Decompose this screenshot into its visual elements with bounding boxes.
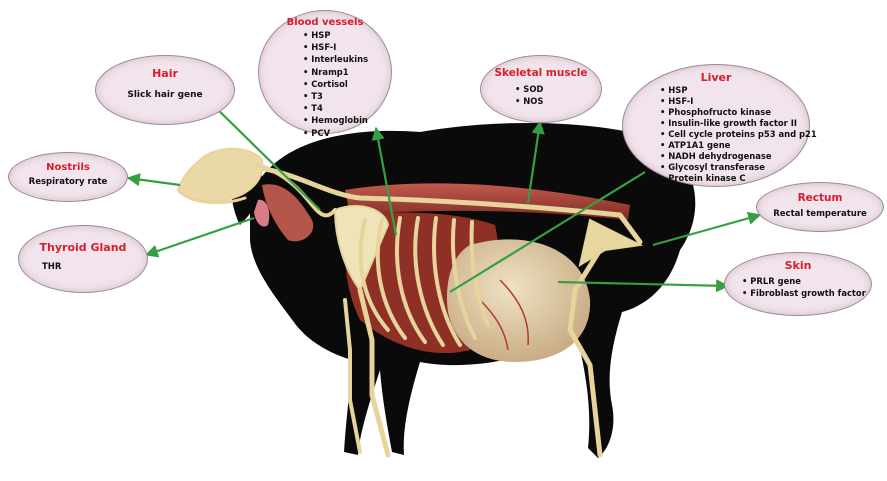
liver-item: ATP1A1 gene (660, 140, 809, 151)
skin-item: PRLR gene (742, 275, 871, 287)
blood-vessels-bubble: Blood vessels HSP HSF-I Interleukins Nra… (258, 10, 392, 134)
thyroid-gland-bubble: Thyroid Gland THR (18, 225, 148, 293)
hair-title: Hair (96, 67, 234, 80)
blood-vessels-title: Blood vessels (259, 17, 391, 28)
blood-vessels-item: Interleukins (303, 53, 391, 65)
nostrils-title: Nostrils (9, 162, 127, 173)
skin-item: Fibroblast growth factor (742, 287, 871, 299)
hair-item: Slick hair gene (96, 90, 234, 100)
thyroid-gland-item: THR (42, 262, 147, 272)
skeletal-muscle-bubble: Skeletal muscle SOD NOS (480, 55, 602, 123)
skeletal-muscle-item: SOD (515, 83, 601, 95)
liver-item: Cell cycle proteins p53 and p21 (660, 129, 809, 140)
liver-item: Glycosyl transferase (660, 162, 809, 173)
liver-item: NADH dehydrogenase (660, 151, 809, 162)
thyroid-gland-title: Thyroid Gland (19, 241, 147, 254)
blood-vessels-item: Cortisol (303, 78, 391, 90)
rectum-title: Rectum (757, 192, 883, 204)
nostrils-bubble: Nostrils Respiratory rate (8, 152, 128, 202)
skeletal-muscle-title: Skeletal muscle (481, 67, 601, 79)
skin-title: Skin (725, 259, 871, 272)
blood-vessels-item: Nramp1 (303, 66, 391, 78)
liver-item: HSP (660, 85, 809, 96)
liver-title: Liver (623, 71, 809, 84)
blood-vessels-item: PCV (303, 127, 391, 139)
liver-item: HSF-I (660, 96, 809, 107)
skeletal-muscle-item: NOS (515, 95, 601, 107)
hair-bubble: Hair Slick hair gene (95, 55, 235, 125)
blood-vessels-item: Hemoglobin (303, 114, 391, 126)
blood-vessels-item: HSF-I (303, 41, 391, 53)
rectum-item: Rectal temperature (757, 209, 883, 219)
liver-item: Phosphofructo kinase (660, 107, 809, 118)
rectum-bubble: Rectum Rectal temperature (756, 182, 884, 232)
liver-item: Protein kinase C (660, 173, 809, 184)
nostrils-item: Respiratory rate (9, 177, 127, 187)
blood-vessels-item: T3 (303, 90, 391, 102)
liver-bubble: Liver HSP HSF-I Phosphofructo kinase Ins… (622, 64, 810, 187)
arrow-nostrils (128, 178, 180, 185)
blood-vessels-item: T4 (303, 102, 391, 114)
skin-bubble: Skin PRLR gene Fibroblast growth factor (724, 252, 872, 316)
arrow-thyroid (146, 218, 254, 255)
liver-item: Insulin-like growth factor II (660, 118, 809, 129)
blood-vessels-item: HSP (303, 29, 391, 41)
